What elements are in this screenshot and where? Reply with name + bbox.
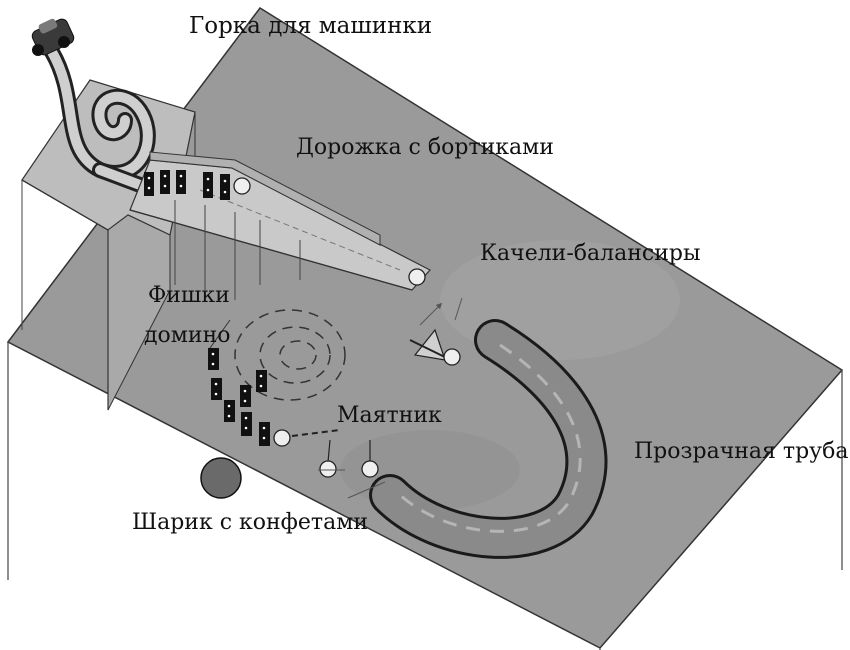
ball-icon bbox=[361, 460, 379, 478]
domino bbox=[203, 172, 213, 198]
ball-icon bbox=[233, 177, 251, 195]
domino bbox=[240, 385, 251, 407]
domino bbox=[224, 400, 235, 422]
track-groove bbox=[199, 189, 401, 271]
ball-icon bbox=[408, 268, 426, 286]
ball-icon bbox=[273, 429, 291, 447]
domino bbox=[144, 172, 154, 196]
spiral-slide-inner bbox=[47, 47, 153, 178]
domino bbox=[220, 174, 230, 200]
ball-icon bbox=[319, 460, 337, 478]
label-car-slide: Горка для машинки bbox=[189, 13, 433, 39]
domino bbox=[256, 370, 267, 392]
label-clear-tube: Прозрачная труба bbox=[634, 439, 849, 464]
domino bbox=[160, 170, 170, 194]
label-candy-ball: Шарик с конфетами bbox=[132, 510, 368, 535]
track-rail bbox=[149, 151, 381, 246]
ball-icon bbox=[443, 348, 461, 366]
domino bbox=[259, 422, 270, 446]
domino-chain bbox=[208, 348, 270, 446]
domino bbox=[176, 170, 186, 194]
candy-ball bbox=[200, 457, 242, 499]
label-dominoes-line1: Фишки bbox=[148, 283, 230, 308]
slide-exit-inner bbox=[95, 165, 145, 190]
clear-tube-inner bbox=[372, 322, 605, 556]
domino bbox=[241, 412, 252, 436]
spiral-path bbox=[234, 309, 346, 401]
track-supports bbox=[174, 200, 301, 300]
toy-car-icon bbox=[31, 18, 75, 56]
domino-label-leader bbox=[209, 319, 231, 349]
clear-tube-highlight bbox=[398, 343, 582, 533]
domino bbox=[211, 378, 222, 400]
pendulum bbox=[273, 429, 386, 499]
track-dominoes bbox=[144, 170, 230, 200]
label-seesaws: Качели-балансиры bbox=[480, 241, 701, 266]
label-track-with-sides: Дорожка с бортиками bbox=[296, 135, 554, 160]
domino bbox=[208, 348, 219, 370]
label-pendulum: Маятник bbox=[337, 403, 442, 428]
label-dominoes-line2: домино bbox=[144, 323, 231, 348]
track-rail-line bbox=[129, 209, 413, 291]
platform-edge bbox=[21, 179, 109, 231]
